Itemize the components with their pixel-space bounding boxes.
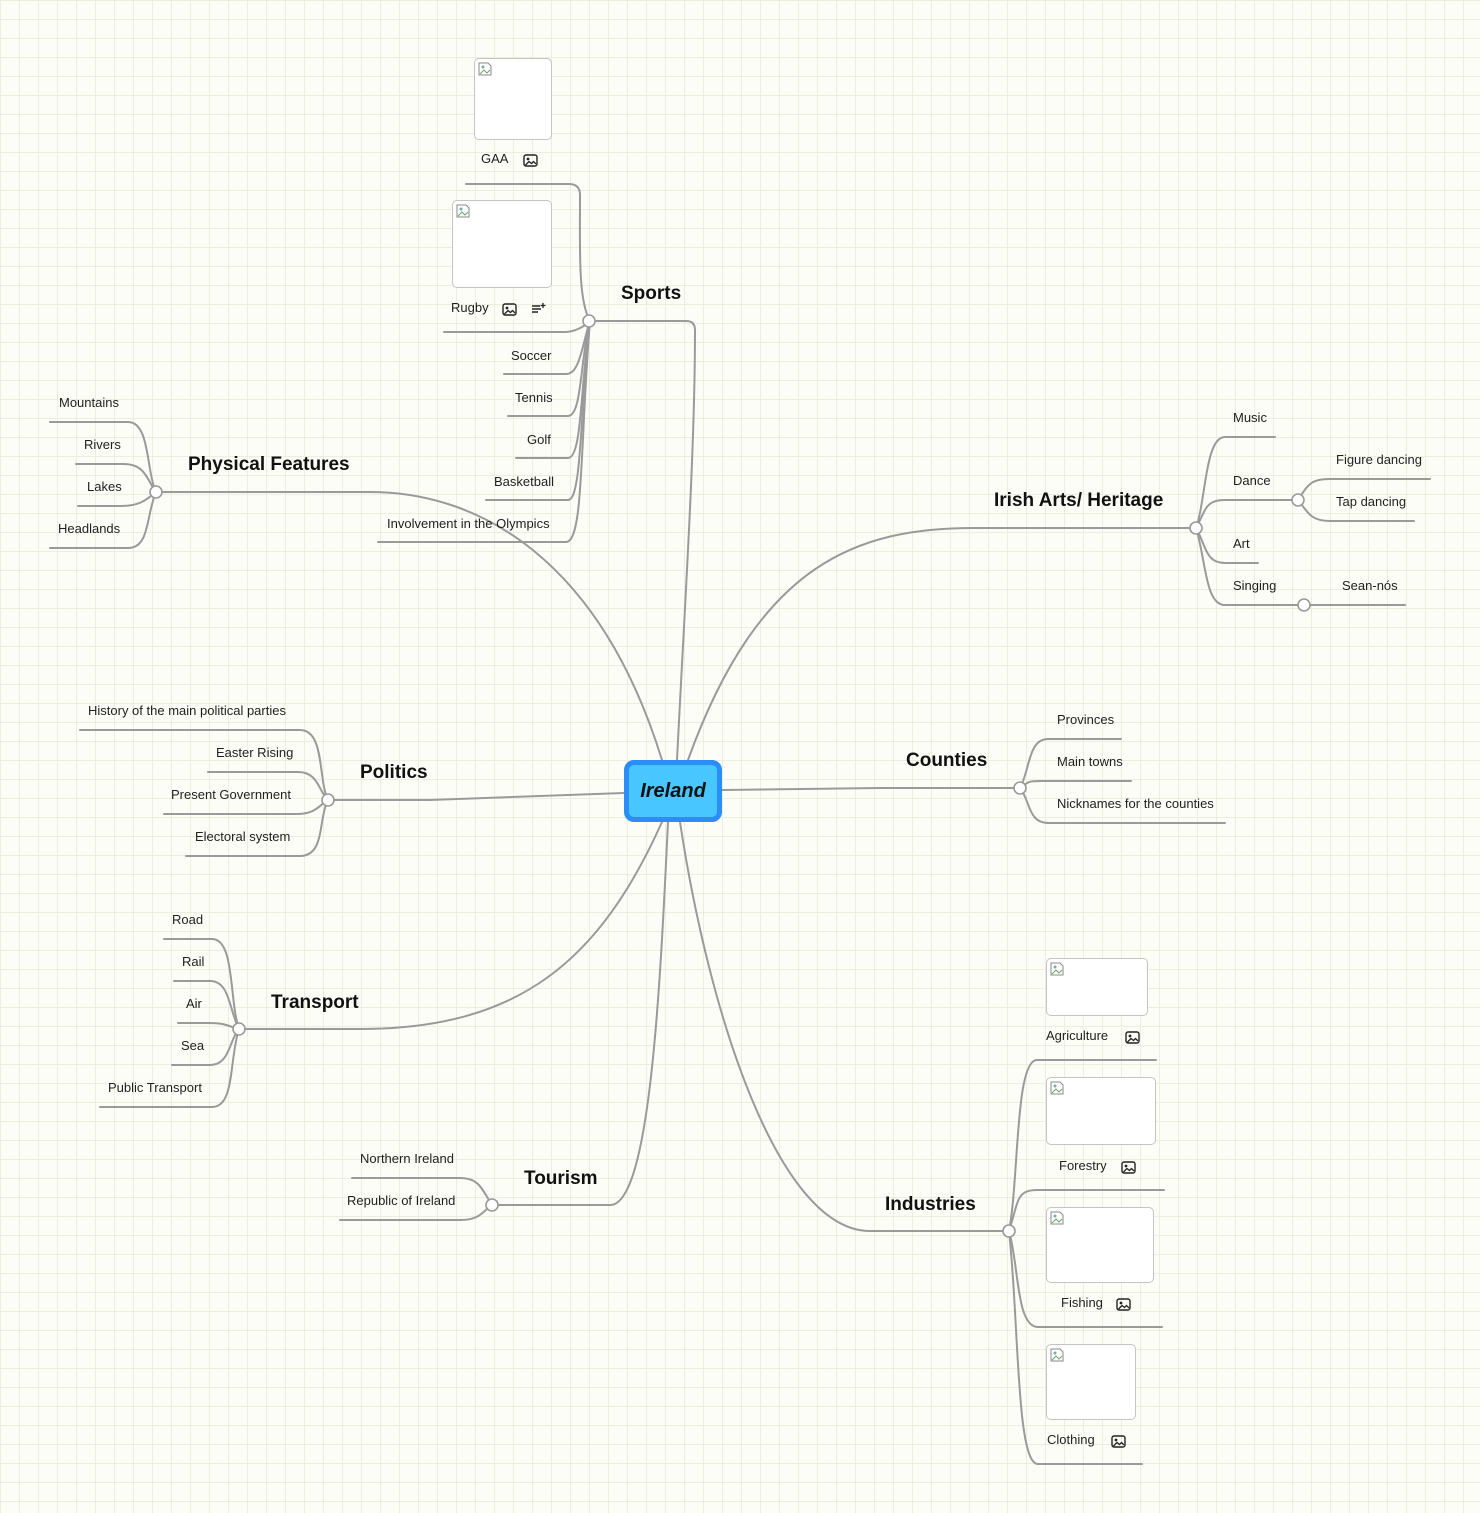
subtopic-political-parties[interactable]: History of the main political parties <box>88 703 286 718</box>
forestry-image[interactable] <box>1046 1077 1156 1145</box>
subtopic-air[interactable]: Air <box>186 996 202 1011</box>
broken-image-icon <box>1050 1081 1064 1095</box>
subtopic-public-transport[interactable]: Public Transport <box>108 1080 202 1095</box>
fishing-image[interactable] <box>1046 1207 1154 1283</box>
image-icon[interactable] <box>1111 1435 1126 1448</box>
connector-transport <box>238 821 663 1030</box>
agriculture-image[interactable] <box>1046 958 1148 1016</box>
physical-children <box>49 421 163 549</box>
rugby-image[interactable] <box>452 200 552 288</box>
broken-image-icon <box>456 204 470 218</box>
topic-irish-arts-heritage[interactable]: Irish Arts/ Heritage <box>994 490 1164 511</box>
subtopic-basketball[interactable]: Basketball <box>494 474 554 489</box>
subtopic-sean-nos[interactable]: Sean-nós <box>1342 578 1398 593</box>
clothing-image[interactable] <box>1046 1344 1136 1420</box>
subtopic-northern-ireland[interactable]: Northern Ireland <box>360 1151 454 1166</box>
connector-counties <box>721 787 1021 791</box>
subtopic-tennis[interactable]: Tennis <box>515 390 553 405</box>
note-icon[interactable] <box>531 302 546 315</box>
subtopic-dance[interactable]: Dance <box>1233 473 1271 488</box>
subtopic-forestry[interactable]: Forestry <box>1059 1158 1107 1173</box>
subtopic-agriculture[interactable]: Agriculture <box>1046 1028 1109 1043</box>
gaa-image[interactable] <box>474 58 552 140</box>
broken-image-icon <box>1050 962 1064 976</box>
connector-arts <box>687 527 1197 761</box>
subtopic-gaa[interactable]: GAA <box>481 151 509 166</box>
subtopic-clothing[interactable]: Clothing <box>1047 1432 1095 1447</box>
subtopic-electoral-system[interactable]: Electoral system <box>195 829 291 844</box>
broken-image-icon <box>1050 1211 1064 1225</box>
image-icon[interactable] <box>1121 1161 1136 1174</box>
topic-transport[interactable]: Transport <box>271 992 359 1013</box>
topic-counties[interactable]: Counties <box>906 750 988 771</box>
subtopic-tap-dancing[interactable]: Tap dancing <box>1336 494 1407 509</box>
subtopic-present-government[interactable]: Present Government <box>171 787 291 802</box>
topic-tourism[interactable]: Tourism <box>524 1168 598 1189</box>
subtopic-rail[interactable]: Rail <box>182 954 205 969</box>
root-label: Ireland <box>640 779 706 802</box>
topic-physical-features[interactable]: Physical Features <box>188 454 350 475</box>
connector-tourism <box>491 821 669 1206</box>
subtopic-provinces[interactable]: Provinces <box>1057 712 1115 727</box>
subtopic-nicknames[interactable]: Nicknames for the counties <box>1057 796 1214 811</box>
subtopic-figure-dancing[interactable]: Figure dancing <box>1336 452 1422 467</box>
image-icon[interactable] <box>1125 1031 1140 1044</box>
politics-children <box>79 729 335 857</box>
subtopic-main-towns[interactable]: Main towns <box>1057 754 1123 769</box>
subtopic-easter-rising[interactable]: Easter Rising <box>216 745 294 760</box>
topic-sports[interactable]: Sports <box>621 283 682 304</box>
transport-children <box>99 938 246 1108</box>
subtopic-republic-of-ireland[interactable]: Republic of Ireland <box>347 1193 456 1208</box>
subtopic-soccer[interactable]: Soccer <box>511 348 552 363</box>
subtopic-rivers[interactable]: Rivers <box>84 437 121 452</box>
subtopic-sea[interactable]: Sea <box>181 1038 205 1053</box>
subtopic-lakes[interactable]: Lakes <box>87 479 122 494</box>
connector-industries <box>679 821 1010 1232</box>
subtopic-olympics[interactable]: Involvement in the Olympics <box>387 516 550 531</box>
broken-image-icon <box>1050 1348 1064 1362</box>
arts-children <box>1189 436 1431 612</box>
subtopic-headlands[interactable]: Headlands <box>58 521 121 536</box>
subtopic-music[interactable]: Music <box>1233 410 1267 425</box>
image-icon[interactable] <box>502 303 517 316</box>
subtopic-mountains[interactable]: Mountains <box>59 395 119 410</box>
topic-politics[interactable]: Politics <box>360 762 428 783</box>
topic-industries[interactable]: Industries <box>885 1194 976 1215</box>
connector-politics <box>327 792 625 801</box>
industries-children <box>1002 1059 1165 1465</box>
broken-image-icon <box>478 62 492 76</box>
tourism-children <box>339 1177 499 1221</box>
image-icon[interactable] <box>1116 1298 1131 1311</box>
connector-sports <box>589 320 697 761</box>
subtopic-road[interactable]: Road <box>172 912 204 927</box>
subtopic-golf[interactable]: Golf <box>527 432 551 447</box>
subtopic-rugby[interactable]: Rugby <box>451 300 489 315</box>
connector-physical <box>155 491 663 761</box>
subtopic-fishing[interactable]: Fishing <box>1061 1295 1103 1310</box>
root-topic[interactable]: Ireland <box>624 760 722 822</box>
image-icon[interactable] <box>523 154 538 167</box>
sports-children <box>377 183 596 543</box>
subtopic-singing[interactable]: Singing <box>1233 578 1277 593</box>
subtopic-art[interactable]: Art <box>1233 536 1250 551</box>
counties-children <box>1013 738 1226 824</box>
